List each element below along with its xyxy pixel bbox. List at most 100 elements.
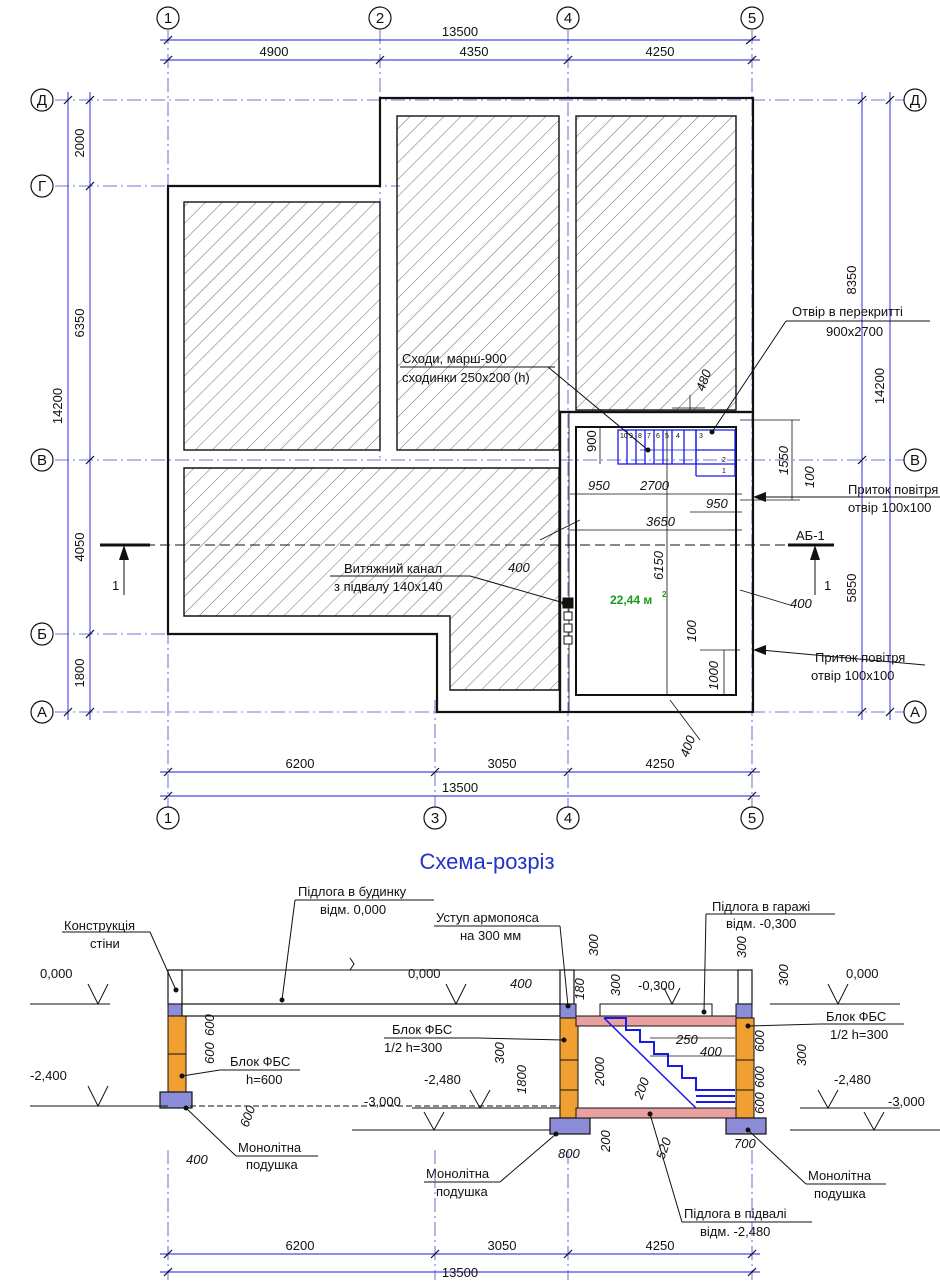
sdim-300-b: 300 bbox=[586, 934, 601, 956]
axis-bottom-1: 1 bbox=[164, 810, 172, 827]
note-floor-house-2: відм. 0,000 bbox=[320, 902, 386, 917]
sdim-400-a: 400 bbox=[186, 1152, 208, 1167]
note-inflow2-2: отвір 100х100 bbox=[811, 668, 894, 683]
dim-top-4250: 4250 bbox=[646, 44, 675, 59]
axis-right-D: Д bbox=[910, 92, 920, 109]
area-label: 22,44 м 2 bbox=[610, 590, 667, 607]
axis-bubbles-top: 1 2 4 5 bbox=[156, 6, 764, 30]
section-title: Схема-розріз bbox=[419, 849, 554, 874]
note-fbs-left-2: h=600 bbox=[246, 1072, 283, 1087]
slab-right-top bbox=[575, 115, 737, 411]
axis-top-4: 4 bbox=[564, 10, 572, 27]
dim-950-a: 950 bbox=[588, 478, 610, 493]
sdim-200-a: 200 bbox=[630, 1075, 652, 1102]
section-num-left: 1 bbox=[112, 578, 119, 593]
sec-dim-3050: 3050 bbox=[488, 1238, 517, 1253]
dim-top-4350: 4350 bbox=[460, 44, 489, 59]
area-value: 22,44 м bbox=[610, 593, 652, 607]
dim-bottom-total: 13500 bbox=[442, 780, 478, 795]
sdim-300-d: 300 bbox=[734, 936, 749, 958]
axis-left-A: А bbox=[37, 704, 47, 721]
area-sup: 2 bbox=[662, 590, 667, 599]
sdim-400-c: 400 bbox=[700, 1044, 722, 1059]
sdim-200-b: 200 bbox=[598, 1130, 613, 1153]
level-2480-mid: -2,480 bbox=[424, 1072, 461, 1087]
basement-inner-dims bbox=[539, 395, 800, 741]
hatched-slabs bbox=[183, 115, 737, 691]
stair-num-6: 6 bbox=[656, 433, 660, 440]
sdim-800: 800 bbox=[558, 1146, 580, 1161]
axis-left-D: Д bbox=[37, 92, 47, 109]
note-stairs-2: сходинки 250х200 (h) bbox=[402, 370, 530, 385]
sdim-2000: 2000 bbox=[592, 1056, 607, 1087]
axis-right-A: А bbox=[910, 704, 920, 721]
sdim-300-e: 300 bbox=[776, 964, 791, 986]
dim-top-4900: 4900 bbox=[260, 44, 289, 59]
note-fbs-right-2: 1/2 h=300 bbox=[830, 1027, 888, 1042]
axis-right-V: В bbox=[910, 452, 920, 469]
section-num-right: 1 bbox=[824, 578, 831, 593]
dim-3650: 3650 bbox=[646, 514, 676, 529]
sdim-600-a: 600 bbox=[202, 1014, 217, 1036]
note-wall-2: стіни bbox=[90, 936, 120, 951]
sec-dim-4250: 4250 bbox=[646, 1238, 675, 1253]
dim-900: 900 bbox=[584, 430, 599, 452]
note-floor-house-1: Підлога в будинку bbox=[298, 884, 407, 899]
dim-1550: 1550 bbox=[776, 445, 791, 475]
note-pad-left-2: подушка bbox=[246, 1157, 298, 1172]
slab-middle-top bbox=[396, 115, 560, 451]
axis-bottom-4: 4 bbox=[564, 810, 572, 827]
section-notes: Підлога в будинку відм. 0,000 Конструкці… bbox=[62, 884, 904, 1239]
axis-bottom-5: 5 bbox=[748, 810, 756, 827]
dim-left-1800: 1800 bbox=[72, 659, 87, 688]
dim-top-total: 13500 bbox=[442, 24, 478, 39]
stair-num-3: 3 bbox=[699, 433, 703, 440]
dim-bottom-4250: 4250 bbox=[646, 756, 675, 771]
sdim-300-c: 300 bbox=[608, 974, 623, 996]
section-structure bbox=[159, 957, 767, 1135]
level-030: -0,300 bbox=[638, 978, 675, 993]
dim-400-b: 400 bbox=[790, 596, 812, 611]
section-level-texts: 0,000 0,000 0,000 -0,300 -2,400 -2,480 -… bbox=[30, 966, 925, 1109]
section-line: 1 1 АБ-1 bbox=[100, 528, 834, 595]
axis-left-B: Б bbox=[37, 626, 47, 643]
note-inflow2-1: Приток повітря bbox=[815, 650, 905, 665]
sdim-600-d: 600 bbox=[752, 1030, 767, 1052]
note-stairs-1: Сходи, марш-900 bbox=[402, 351, 507, 366]
note-fbs-mid-2: 1/2 h=300 bbox=[384, 1040, 442, 1055]
note-hole-2: 900х2700 bbox=[826, 324, 883, 339]
basement-walls bbox=[558, 410, 755, 714]
note-exhaust-2: з підвалу 140х140 bbox=[334, 579, 443, 594]
sdim-700: 700 bbox=[734, 1136, 756, 1151]
dim-100-b: 100 bbox=[684, 620, 699, 642]
axis-bottom-3: 3 bbox=[431, 810, 439, 827]
level-3000-mid: -3,000 bbox=[364, 1094, 401, 1109]
axis-top-2: 2 bbox=[376, 10, 384, 27]
note-step-1: Уступ армопояса bbox=[436, 910, 540, 925]
slab-left-top bbox=[183, 201, 381, 451]
stair-num-7: 7 bbox=[647, 433, 651, 440]
sdim-600-f: 600 bbox=[752, 1092, 767, 1114]
sdim-400-b: 400 bbox=[510, 976, 532, 991]
dim-left-2000: 2000 bbox=[72, 129, 87, 158]
building-outline bbox=[166, 96, 755, 714]
dim-400-c: 400 bbox=[677, 733, 699, 759]
sdim-520: 520 bbox=[653, 1135, 675, 1161]
sdim-600-c: 600 bbox=[237, 1103, 259, 1129]
dim-bottom-6200: 6200 bbox=[286, 756, 315, 771]
note-garage-2: відм. -0,300 bbox=[726, 916, 796, 931]
note-basement-1: Підлога в підвалі bbox=[684, 1206, 787, 1221]
axis-left-G: Г bbox=[38, 178, 46, 195]
section-level-marks bbox=[30, 983, 940, 1132]
note-step-2: на 300 мм bbox=[460, 928, 521, 943]
note-inflow1-2: отвір 100х100 bbox=[848, 500, 931, 515]
note-wall-1: Конструкція bbox=[64, 918, 135, 933]
level-3000-right: -3,000 bbox=[888, 1094, 925, 1109]
dim-left-4050: 4050 bbox=[72, 533, 87, 562]
axis-bubbles-left: Д Г В Б А bbox=[30, 88, 54, 724]
stair-num-1: 1 bbox=[722, 468, 726, 475]
note-pad-mid-1: Монолітна bbox=[426, 1166, 490, 1181]
axis-bubbles-bottom: 1 3 4 5 bbox=[156, 806, 764, 830]
sec-dim-total: 13500 bbox=[442, 1265, 478, 1280]
